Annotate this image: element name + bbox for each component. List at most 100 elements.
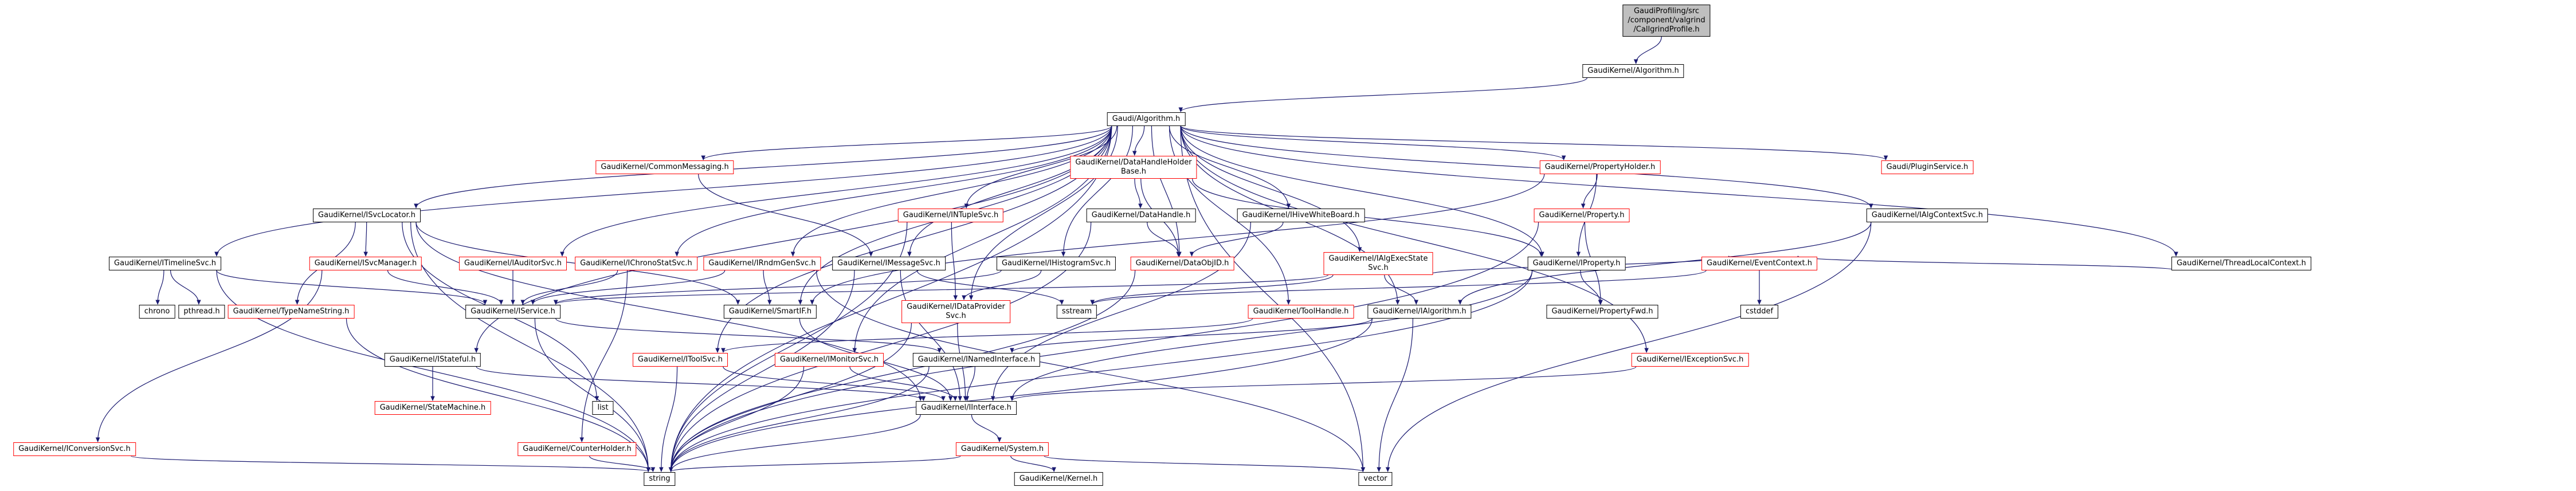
- include-edge-datahandleholder-base-to-iproperty: [1191, 178, 1543, 257]
- include-edge-gaudi-algorithm-to-common-messaging: [701, 125, 1112, 160]
- include-edge-property-holder-to-smartif: [810, 174, 1545, 305]
- graph-node-system[interactable]: GaudiKernel/System.h: [955, 442, 1049, 456]
- include-edge-gaudi-algorithm-to-itimelinesvc: [214, 125, 1112, 257]
- include-edge-gaudi-algorithm-to-isvclocator: [414, 125, 1112, 209]
- include-edge-threadlocalcontext-to-eventcontext: [1795, 256, 2177, 271]
- graph-node-kernel[interactable]: GaudiKernel/Kernel.h: [1014, 472, 1103, 486]
- include-edge-ihivewhiteboard-to-iinterface: [990, 222, 1251, 401]
- graph-node-ihistogramsvc[interactable]: GaudiKernel/IHistogramSvc.h: [996, 257, 1116, 270]
- include-edge-imonitorsvc-to-iinterface: [849, 366, 958, 401]
- include-edge-ihistogramsvc-to-iservice: [554, 270, 1002, 305]
- include-edge-iinterface-to-system: [971, 414, 1002, 442]
- graph-node-istateful[interactable]: GaudiKernel/IStateful.h: [384, 353, 481, 367]
- graph-node-iconversionsvc[interactable]: GaudiKernel/IConversionSvc.h: [13, 442, 136, 456]
- graph-node-cstddef[interactable]: cstddef: [1740, 305, 1779, 319]
- graph-node-imonitorsvc[interactable]: GaudiKernel/IMonitorSvc.h: [774, 353, 884, 367]
- graph-node-string[interactable]: string: [644, 472, 676, 486]
- include-edge-eventcontext-to-sstream: [1090, 270, 1707, 305]
- include-edge-gaudi-algorithm-to-ialgexecstatesvc: [1180, 125, 1362, 252]
- graph-node-eventcontext[interactable]: GaudiKernel/EventContext.h: [1701, 257, 1817, 270]
- graph-node-property-holder[interactable]: GaudiKernel/PropertyHolder.h: [1539, 160, 1661, 174]
- include-edge-datahandleholder-base-to-datahandle: [1134, 178, 1143, 209]
- graph-node-iservice[interactable]: GaudiKernel/IService.h: [465, 305, 560, 319]
- include-edge-counterholder-to-string: [589, 455, 656, 472]
- graph-node-ialgcontextsvc[interactable]: GaudiKernel/IAlgContextSvc.h: [1866, 209, 1989, 222]
- include-edge-system-to-vector: [1044, 455, 1365, 472]
- graph-node-smartif[interactable]: GaudiKernel/SmartIF.h: [723, 305, 817, 319]
- graph-node-chrono[interactable]: chrono: [139, 305, 175, 319]
- include-edge-ialgcontextsvc-to-ialgorithm: [1458, 222, 1872, 305]
- include-edge-inamedinterface-to-iinterface: [964, 366, 975, 401]
- include-edge-itoolsvc-to-iinterface: [723, 366, 946, 401]
- include-edge-ialgorithm-to-vector: [1377, 318, 1414, 472]
- graph-node-datahandleholder-base[interactable]: GaudiKernel/DataHandleHolder Base.h: [1070, 156, 1197, 179]
- graph-node-typenamestring[interactable]: GaudiKernel/TypeNameString.h: [228, 305, 355, 319]
- graph-node-counterholder[interactable]: GaudiKernel/CounterHolder.h: [517, 442, 637, 456]
- graph-node-iproperty[interactable]: GaudiKernel/IProperty.h: [1527, 257, 1626, 270]
- graph-node-itimelinesvc[interactable]: GaudiKernel/ITimelineSvc.h: [109, 257, 221, 270]
- graph-node-threadlocalcontext[interactable]: GaudiKernel/ThreadLocalContext.h: [2171, 257, 2311, 270]
- include-edge-iproperty-to-string: [668, 270, 1533, 472]
- graph-node-imessagesvc[interactable]: GaudiKernel/IMessageSvc.h: [832, 257, 946, 270]
- include-edge-ialgorithm-to-string: [668, 318, 1373, 472]
- graph-node-ialgexecstatesvc[interactable]: GaudiKernel/IAlgExecState Svc.h: [1323, 252, 1433, 275]
- graph-node-isvclocator[interactable]: GaudiKernel/ISvcLocator.h: [313, 209, 421, 222]
- include-edge-iservice-to-inamedinterface: [555, 318, 942, 353]
- graph-node-ichronostatsvc[interactable]: GaudiKernel/IChronoStatSvc.h: [575, 257, 697, 270]
- include-edge-istateful-to-iinterface: [476, 366, 926, 401]
- include-edge-gaudi-algorithm-to-irndmgensvc: [790, 125, 1112, 257]
- include-edge-iinterface-to-string: [668, 414, 921, 472]
- graph-node-iauditorsvc[interactable]: GaudiKernel/IAuditorSvc.h: [458, 257, 567, 270]
- graph-node-gaudi-algorithm[interactable]: Gaudi/Algorithm.h: [1107, 112, 1186, 126]
- graph-node-itoolsvc[interactable]: GaudiKernel/IToolSvc.h: [633, 353, 728, 367]
- graph-node-iinterface[interactable]: GaudiKernel/IInterface.h: [916, 401, 1017, 415]
- graph-node-datahandle[interactable]: GaudiKernel/DataHandle.h: [1086, 209, 1196, 222]
- include-edge-system-to-kernel: [1010, 455, 1056, 472]
- include-edge-irndmgensvc-to-vector: [815, 270, 1366, 472]
- include-edge-gaudi-algorithm-to-iproperty: [1180, 125, 1544, 257]
- include-edge-ihivewhiteboard-to-dataobjid: [1189, 222, 1284, 257]
- graph-node-plugin-service[interactable]: Gaudi/PluginService.h: [1881, 160, 1974, 174]
- graph-node-ialgorithm[interactable]: GaudiKernel/IAlgorithm.h: [1367, 305, 1472, 319]
- include-edge-ialgorithm-to-inamedinterface: [1010, 318, 1373, 353]
- graph-node-list[interactable]: list: [592, 401, 614, 415]
- graph-node-toolhandle[interactable]: GaudiKernel/ToolHandle.h: [1248, 305, 1354, 319]
- include-edge-gaudi-algorithm-to-property-holder: [1180, 125, 1566, 160]
- graph-node-statemachine[interactable]: GaudiKernel/StateMachine.h: [374, 401, 491, 415]
- include-edge-property-holder-to-property: [1581, 174, 1598, 209]
- include-edge-iservice-to-string: [534, 318, 651, 472]
- graph-node-dataobjid[interactable]: GaudiKernel/DataObjID.h: [1130, 257, 1234, 270]
- graph-node-callgrind-profile: GaudiProfiling/src /component/valgrind /…: [1622, 5, 1711, 37]
- include-edge-irndmgensvc-to-smartif: [763, 270, 772, 305]
- graph-node-vector[interactable]: vector: [1358, 472, 1393, 486]
- include-edge-isvclocator-to-isvcmanager: [363, 222, 368, 257]
- graph-node-propertyfwd[interactable]: GaudiKernel/PropertyFwd.h: [1546, 305, 1658, 319]
- graph-node-algorithm-wrapper[interactable]: GaudiKernel/Algorithm.h: [1582, 64, 1684, 78]
- include-edge-ihistogramsvc-to-idataprovidersvc: [962, 270, 1042, 300]
- include-edge-algorithm-wrapper-to-gaudi-algorithm: [1178, 77, 1587, 112]
- include-edge-isvclocator-to-string: [410, 222, 651, 472]
- graph-node-idataprovidersvc[interactable]: GaudiKernel/IDataProvider Svc.h: [901, 300, 1010, 323]
- graph-node-intuplesvc[interactable]: GaudiKernel/INTupleSvc.h: [897, 209, 1004, 222]
- graph-node-iexceptionsvc[interactable]: GaudiKernel/IExceptionSvc.h: [1631, 353, 1749, 367]
- include-edge-ialgexecstatesvc-to-iservice: [554, 274, 1329, 305]
- include-edge-isvclocator-to-iinterface: [415, 222, 923, 401]
- include-edge-ichronostatsvc-to-counterholder: [579, 270, 628, 442]
- graph-node-ihivewhiteboard[interactable]: GaudiKernel/IHiveWhiteBoard.h: [1237, 209, 1365, 222]
- include-edge-gaudi-algorithm-to-datahandleholder-base: [1132, 125, 1145, 156]
- include-edge-gaudi-algorithm-to-ihivewhiteboard: [1169, 125, 1291, 209]
- graph-node-common-messaging[interactable]: GaudiKernel/CommonMessaging.h: [595, 160, 734, 174]
- include-edge-iexceptionsvc-to-iinterface: [1010, 366, 1637, 401]
- graph-node-pthread[interactable]: pthread.h: [178, 305, 225, 319]
- graph-node-property[interactable]: GaudiKernel/Property.h: [1534, 209, 1630, 222]
- graph-node-irndmgensvc[interactable]: GaudiKernel/IRndmGenSvc.h: [703, 257, 821, 270]
- include-edge-imessagesvc-to-string: [668, 270, 855, 472]
- include-edge-gaudi-algorithm-to-ihistogramsvc: [1061, 125, 1134, 257]
- graph-node-inamedinterface[interactable]: GaudiKernel/INamedInterface.h: [912, 353, 1041, 367]
- include-edge-itimelinesvc-to-iservice: [216, 270, 488, 305]
- graph-node-isvcmanager[interactable]: GaudiKernel/ISvcManager.h: [309, 257, 422, 270]
- include-edge-ichronostatsvc-to-iservice: [520, 270, 618, 305]
- include-edge-gaudi-algorithm-to-threadlocalcontext: [1180, 125, 2178, 257]
- graph-node-sstream[interactable]: sstream: [1056, 305, 1097, 319]
